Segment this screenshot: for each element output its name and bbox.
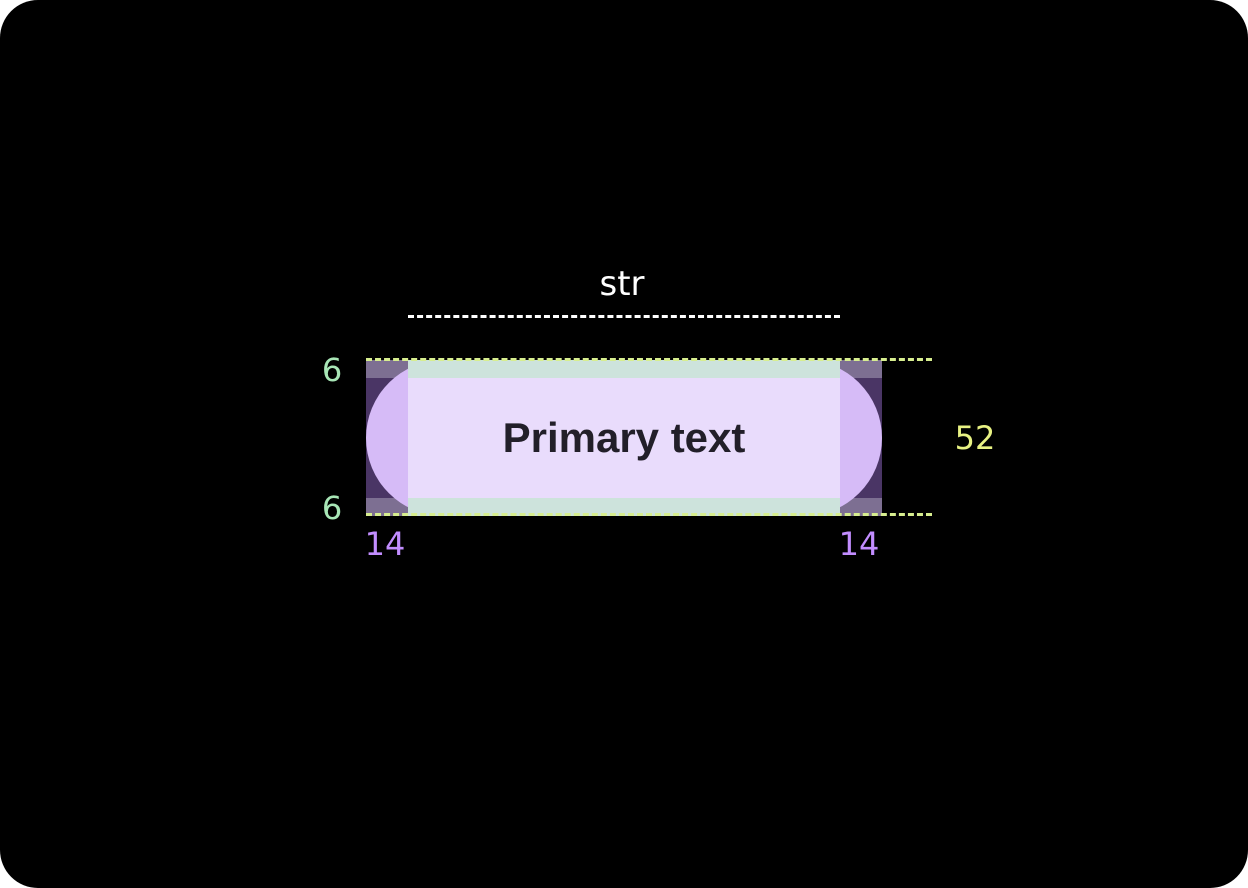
- content-top-padding-overlay: [408, 360, 840, 378]
- button-content-area: [408, 360, 840, 516]
- bottom-padding-value: 6: [321, 489, 343, 527]
- width-measure-label: str: [599, 264, 645, 304]
- top-padding-value: 6: [321, 351, 343, 389]
- height-value: 52: [954, 419, 996, 457]
- content-bottom-padding-overlay: [408, 498, 840, 516]
- left-padding-value: 14: [364, 525, 406, 563]
- height-top-guide: [366, 358, 932, 361]
- button-label: Primary text: [502, 414, 746, 461]
- height-bottom-guide: [366, 513, 932, 516]
- right-padding-value: 14: [838, 525, 880, 563]
- width-measure-line: [408, 315, 840, 318]
